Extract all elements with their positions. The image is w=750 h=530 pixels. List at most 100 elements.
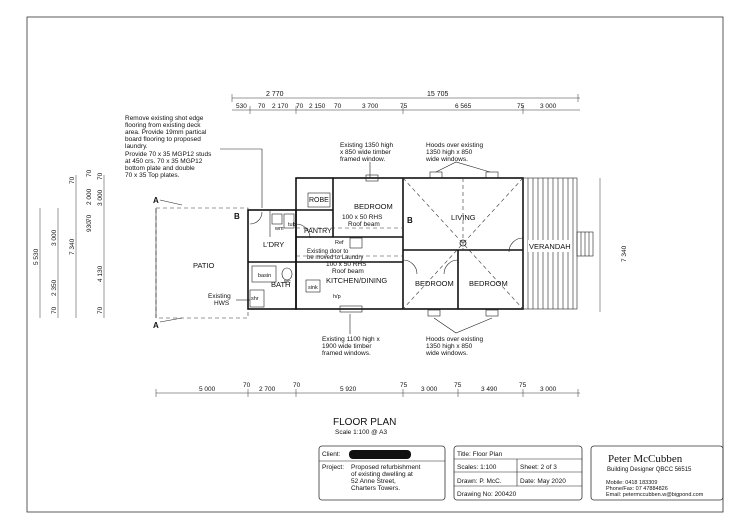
svg-text:100 x 50 RHS: 100 x 50 RHS — [342, 214, 383, 221]
firm-phone: Phone/Fax: 07 47884826 — [606, 486, 668, 492]
fixture-wc: wc — [283, 279, 291, 285]
roof-beam-1-note: 100 x 50 RHS Roof beam — [342, 214, 383, 228]
dim-bottom-0: 5 000 — [199, 386, 216, 393]
client-label: Client: — [322, 451, 341, 458]
room-pantry: PANTRY — [304, 228, 332, 235]
svg-text:of existing dwelling at: of existing dwelling at — [351, 471, 413, 478]
hoods-top-note: Hoods over existing 1350 high x 850 wide… — [425, 142, 483, 163]
project-label: Project: — [322, 464, 344, 471]
tb-scales: Scales: 1:100 — [457, 464, 497, 471]
dim-top-upper: 2 770 — [266, 91, 284, 98]
dim-left-b-1: 7 340 — [69, 238, 76, 255]
svg-text:Existing 1100 high x: Existing 1100 high x — [322, 336, 380, 343]
dim-top-4: 2 150 — [309, 103, 326, 110]
dim-left-a-0: 5 530 — [33, 248, 40, 265]
door-note: Existing door to be moved to Laundry — [307, 249, 363, 261]
svg-text:laundry.: laundry. — [125, 143, 148, 150]
svg-text:area. Provide 19mm partical: area. Provide 19mm partical — [125, 129, 207, 136]
svg-text:Proposed refurbishment: Proposed refurbishment — [351, 464, 421, 471]
fixture-sink: sink — [308, 285, 318, 291]
svg-text:x 850 wide timber: x 850 wide timber — [340, 149, 392, 156]
dim-left-c-1: 2 000 — [86, 188, 93, 205]
dim-left-a-3: 70 — [51, 306, 58, 314]
plan-scale-note: Scale 1:100 @ A3 — [335, 429, 388, 436]
room-bedroom-3: BEDROOM — [469, 279, 508, 288]
svg-text:framed windows.: framed windows. — [322, 350, 371, 357]
fixture-wm: wm — [274, 226, 284, 232]
hoods-bottom-note: Hoods over existing 1350 high x 850 wide… — [425, 336, 483, 357]
tb-sheet: Sheet: 2 of 3 — [520, 464, 557, 471]
section-a-bottom: A — [153, 321, 159, 330]
svg-text:at 450 crs. 70 x 35 MGP12: at 450 crs. 70 x 35 MGP12 — [125, 158, 203, 165]
svg-text:wide windows.: wide windows. — [425, 350, 468, 357]
fixture-ref: Ref — [335, 240, 344, 246]
dim-left-b-0: 70 — [69, 176, 76, 184]
svg-text:Existing door to: Existing door to — [307, 249, 349, 255]
svg-text:Remove existing shot edge: Remove existing shot edge — [125, 115, 204, 122]
svg-text:bottom plate and double: bottom plate and double — [125, 165, 195, 172]
svg-text:70 x 35 Top plates.: 70 x 35 Top plates. — [125, 172, 180, 179]
plan-title: FLOOR PLAN — [333, 417, 396, 428]
living-diagonals — [402, 177, 524, 310]
building-walls — [247, 177, 524, 310]
svg-text:1350 high x 850: 1350 high x 850 — [426, 343, 473, 350]
svg-text:1350 high x 850: 1350 high x 850 — [426, 149, 473, 156]
fixture-basin: basin — [258, 273, 271, 279]
title-block: Client: Project: Proposed refurbishment … — [318, 445, 724, 501]
dim-bottom-7: 75 — [454, 382, 462, 389]
bottom-dimensions: 5 000 70 2 700 70 5 920 75 3 000 75 3 49… — [155, 382, 580, 397]
dim-bottom-2: 2 700 — [259, 386, 276, 393]
left-dimensions: 5 530 3 000 2 350 70 70 7 340 4 130 70 7… — [33, 169, 105, 318]
fixture-hp: h/p — [333, 294, 341, 300]
dim-top-1: 70 — [258, 103, 266, 110]
dim-top-3: 70 — [296, 103, 304, 110]
svg-text:HWS: HWS — [214, 300, 230, 307]
svg-text:Provide 70 x 35 MGP12 studs: Provide 70 x 35 MGP12 studs — [125, 151, 212, 158]
dim-top-5: 70 — [334, 103, 342, 110]
floor-note-leader — [220, 148, 263, 208]
svg-text:wide windows.: wide windows. — [425, 156, 468, 163]
room-bath: BATH — [271, 280, 290, 289]
svg-text:Roof beam: Roof beam — [348, 221, 380, 228]
svg-text:framed window.: framed window. — [340, 156, 385, 163]
section-b-left: B — [234, 212, 240, 221]
dim-top-6: 3 700 — [362, 103, 379, 110]
room-ldry: L'DRY — [263, 240, 284, 249]
dim-left-c-5: 70 — [97, 172, 104, 180]
dim-top-0: 530 — [236, 103, 247, 110]
dim-left-c-0: 70 — [86, 169, 93, 177]
project-text: Proposed refurbishment of existing dwell… — [351, 464, 421, 492]
dim-left-c-4: 3 000 — [97, 189, 104, 206]
dim-left-c-3: 930 — [86, 221, 93, 232]
light-fitting — [459, 239, 467, 247]
dim-top-8: 6 565 — [455, 103, 472, 110]
dim-top-9: 75 — [517, 103, 525, 110]
roof-beam-2-note: 100 x 50 RHS Roof beam — [326, 261, 367, 275]
dim-right: 7 340 — [621, 245, 628, 262]
client-redaction — [349, 450, 411, 459]
firm-email: Email: petermccubben.w@bigpond.com — [606, 492, 704, 498]
top-dimensions: 2 770 15 705 530 70 2 170 70 2 150 70 3 … — [231, 91, 580, 114]
dim-bottom-9: 75 — [519, 382, 527, 389]
section-a-top: A — [153, 196, 159, 205]
firm-name: Peter McCubben — [608, 453, 683, 465]
firm-mobile: Mobile: 0418 183309 — [606, 480, 657, 486]
dim-left-a-2: 2 350 — [51, 279, 58, 296]
dim-top-7: 75 — [400, 103, 408, 110]
svg-text:52 Anne Street,: 52 Anne Street, — [351, 478, 396, 485]
firm-role: Building Designer QBCC 56515 — [607, 467, 692, 473]
svg-text:Roof beam: Roof beam — [332, 268, 364, 275]
svg-text:be moved to Laundry: be moved to Laundry — [307, 255, 363, 261]
svg-text:board flooring to proposed: board flooring to proposed — [125, 136, 201, 143]
section-b-right: B — [407, 216, 413, 225]
hws-note: Existing HWS — [208, 293, 231, 307]
svg-text:Hoods over existing: Hoods over existing — [426, 336, 483, 343]
room-robe: ROBE — [309, 197, 329, 204]
dim-bottom-4: 5 920 — [340, 386, 357, 393]
studs-note: Provide 70 x 35 MGP12 studs at 450 crs. … — [125, 151, 212, 179]
dim-left-a-1: 3 000 — [51, 229, 58, 246]
svg-text:Charters Towers.: Charters Towers. — [351, 485, 400, 492]
dim-bottom-10: 3 000 — [540, 386, 557, 393]
window-bottom-note: Existing 1100 high x 1900 wide timber fr… — [322, 336, 380, 357]
